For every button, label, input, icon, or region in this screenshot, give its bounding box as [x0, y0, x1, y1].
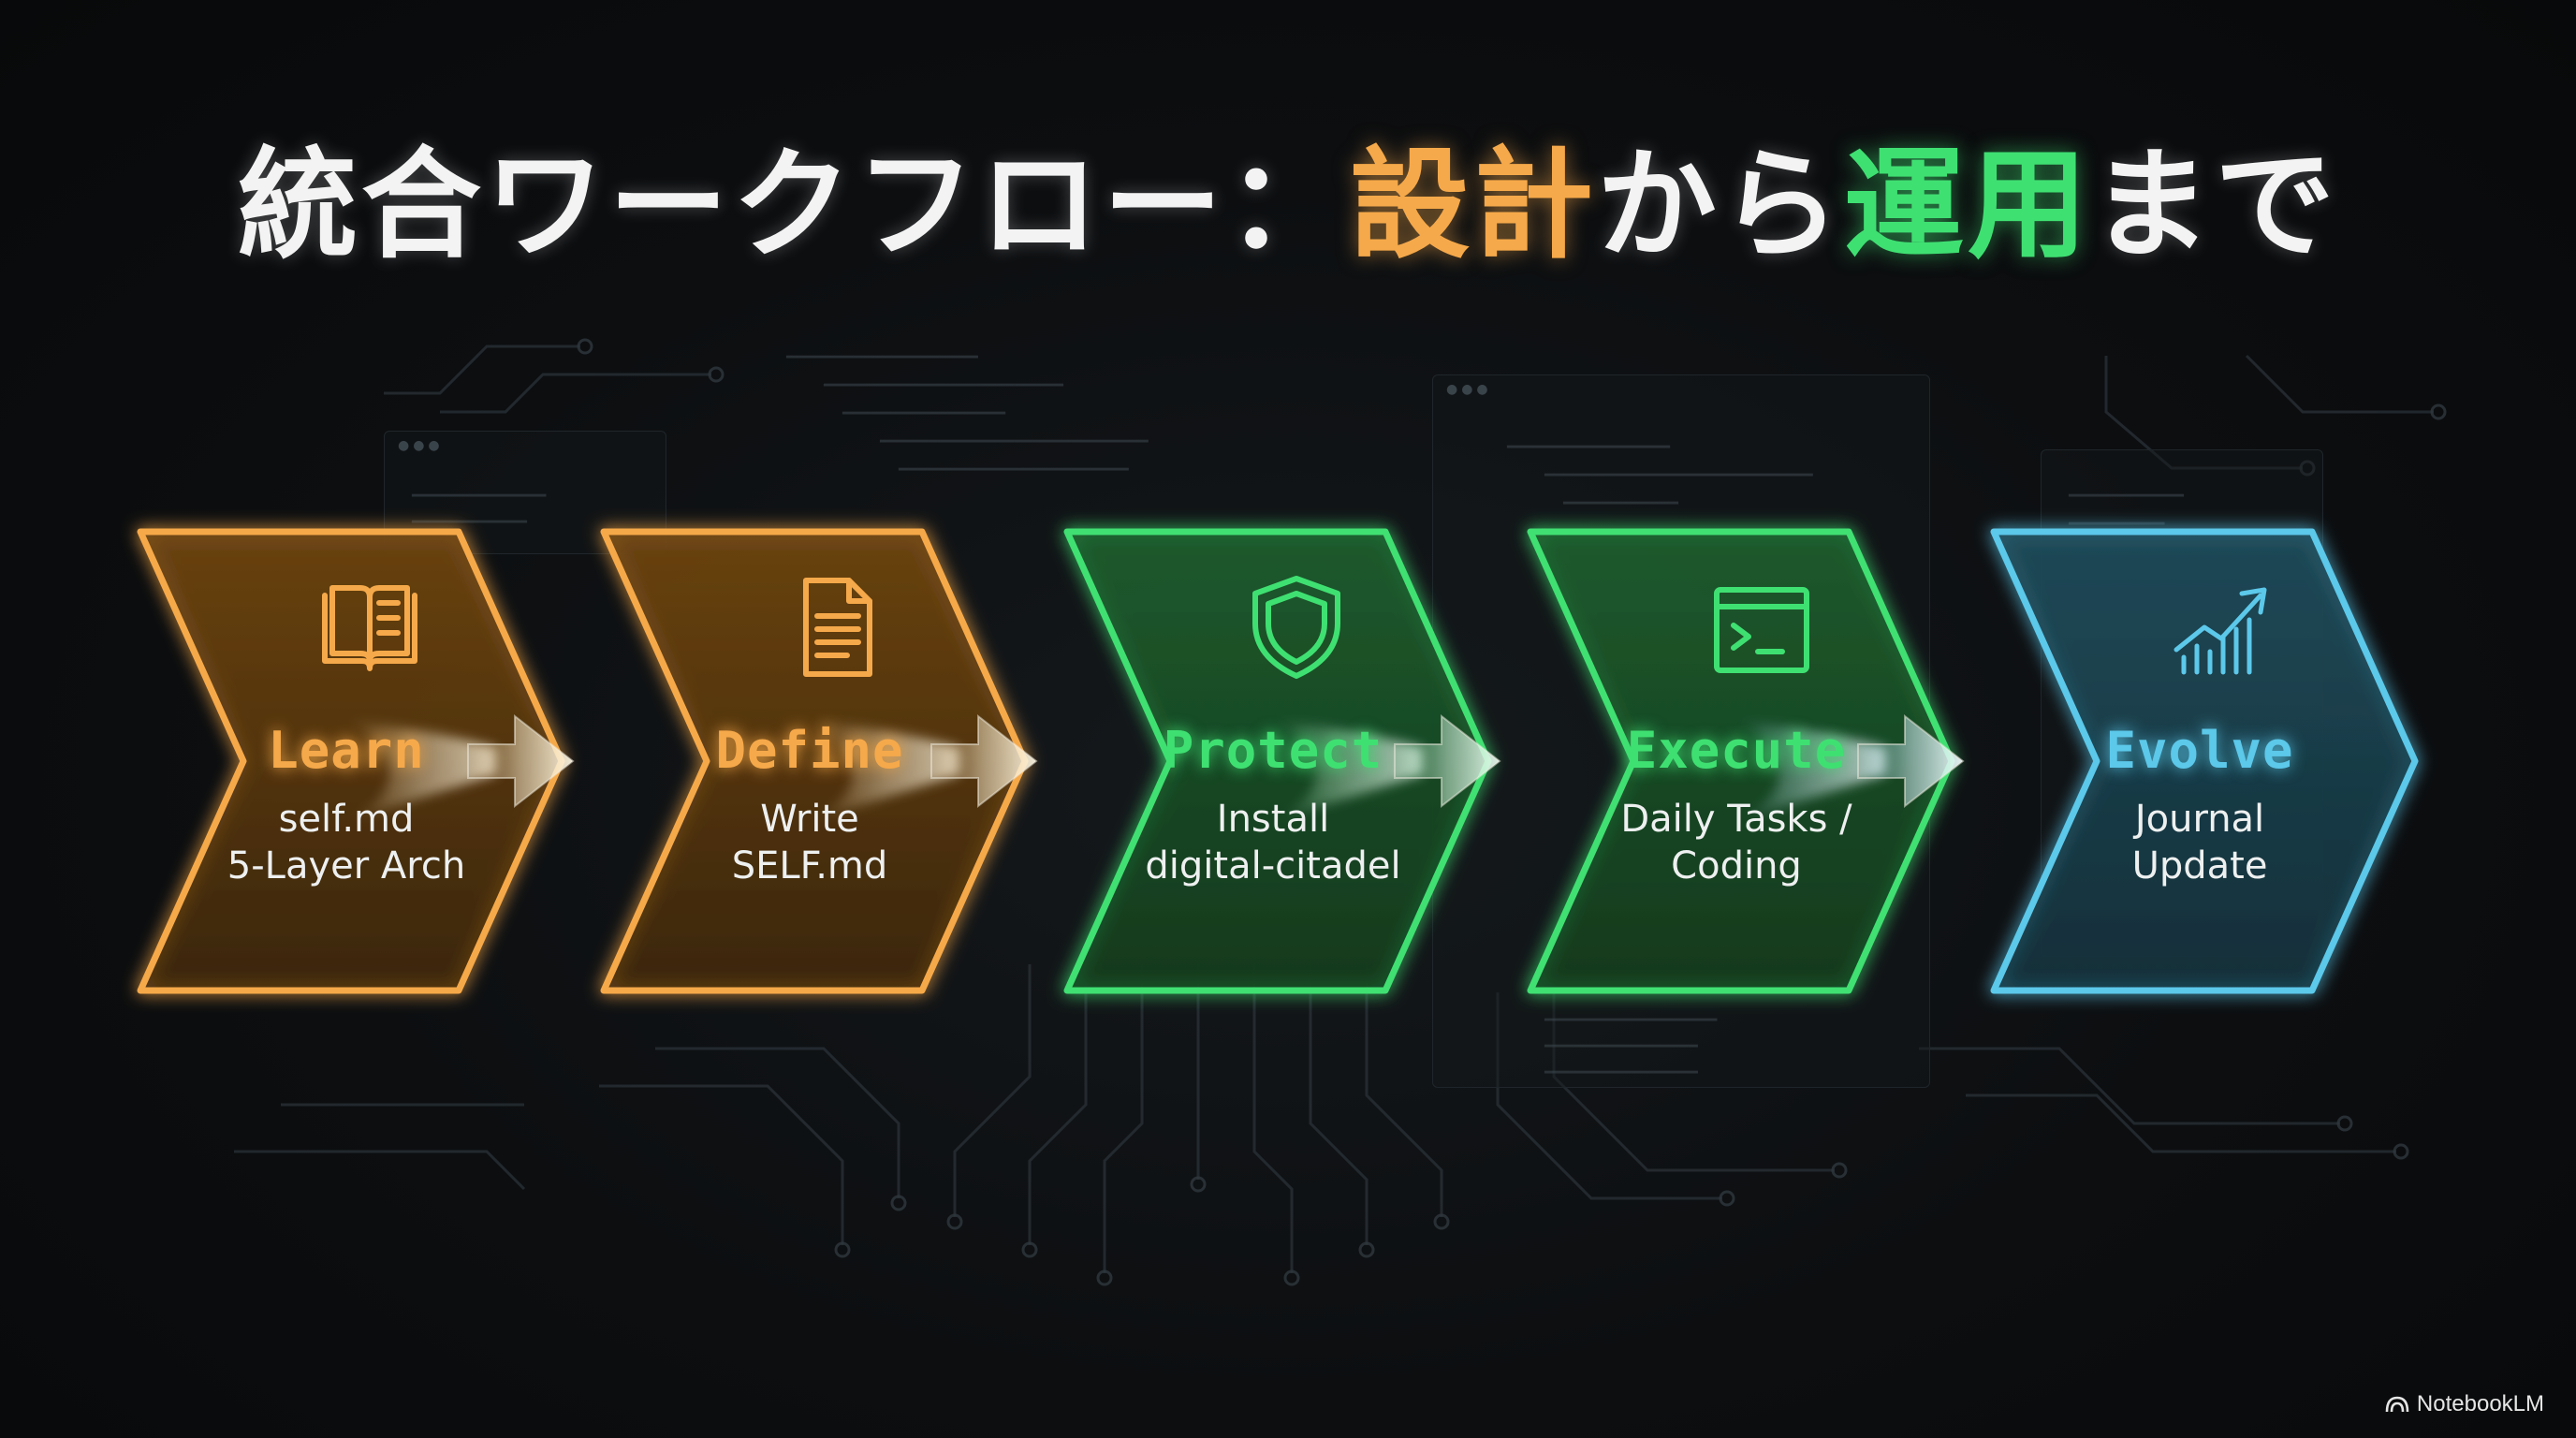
code-line: ━━━━━━━━━━━━━━━━━: [1507, 438, 1670, 457]
title-part-3: から: [1596, 136, 1844, 275]
shield-icon: [1252, 576, 1340, 679]
step-description: self.md 5-Layer Arch: [227, 798, 466, 888]
step-learn: Learn self.md 5-Layer Arch: [168, 721, 524, 889]
step-label: Define: [715, 721, 904, 780]
code-line: ━━━━━━━━━━━━━━━━━━━━━━━━━: [824, 376, 1063, 395]
book-icon: [322, 585, 417, 671]
flow-arrow-icon: [1273, 713, 1501, 821]
code-line: ━━━━━━━━━━━━━━━━━━━━━━━━━━━━: [880, 433, 1149, 451]
title-part-1: 統合ワークフロー：: [237, 136, 1350, 275]
growth-chart-icon: [2174, 587, 2267, 675]
step-label: Execute: [1626, 721, 1847, 780]
window-dots-icon: ●●●: [398, 438, 444, 453]
chevron-step-evolve: [1990, 528, 2419, 994]
document-icon: [803, 578, 872, 677]
code-line: ━━━━━━━━━━━━━━━━━━: [1544, 1011, 1718, 1030]
code-line: ━━━━━━━━━━━━━━━━━: [842, 404, 1005, 423]
flow-arrow-icon: [810, 713, 1038, 821]
terminal-icon: [1714, 587, 1809, 673]
chevron-step-execute: [1527, 528, 1955, 994]
code-line: ━━━━━━━━━━━━━━━━: [1544, 1064, 1698, 1082]
chevron-step-protect: [1063, 528, 1492, 994]
title-part-operation: 運用: [1844, 136, 2092, 275]
notebooklm-logo-icon: [2385, 1396, 2409, 1413]
code-line: ━━━━━━━━━━━━: [412, 513, 527, 532]
chevron-step-define: [600, 528, 1029, 994]
flow-arrow-icon: [346, 713, 575, 821]
code-line: ━━━━━━━━━━━━: [2069, 487, 2184, 506]
step-description: Write SELF.md: [731, 798, 888, 888]
code-line: ━━━━━━━━━━━━━━━━: [1544, 1037, 1698, 1056]
step-description: Daily Tasks / Coding: [1620, 798, 1852, 888]
chevron-step-learn: [137, 528, 565, 994]
brand-watermark: NotebookLM: [2385, 1391, 2544, 1417]
flow-arrow-icon: [1736, 713, 1965, 821]
code-line: ━━━━━━━━━━━━━━: [412, 487, 547, 506]
title-part-5: まで: [2091, 136, 2339, 275]
code-line: ━━━━━━━━━━━━: [1563, 494, 1678, 513]
step-label: Learn: [268, 721, 425, 780]
code-line: ━━━━━━━━━━━━━━━━━━━━━━━━: [899, 461, 1129, 479]
step-description: Journal Update: [2131, 798, 2268, 888]
brand-name: NotebookLM: [2416, 1391, 2544, 1416]
code-line: ━━━━━━━━━━━━━━━━━━━━: [786, 348, 978, 367]
code-line: ━━━━━━━━━━━━━━━━━━━━━━━━━━━━: [1544, 466, 1813, 485]
step-label: Protect: [1163, 721, 1383, 780]
step-label: Evolve: [2105, 721, 2294, 780]
window-dots-icon: ●●●: [1446, 382, 1492, 397]
slide-title: 統合ワークフロー：設計から運用まで: [0, 131, 2576, 281]
title-part-design: 設計: [1349, 136, 1597, 275]
step-description: Install digital-citadel: [1145, 798, 1401, 888]
